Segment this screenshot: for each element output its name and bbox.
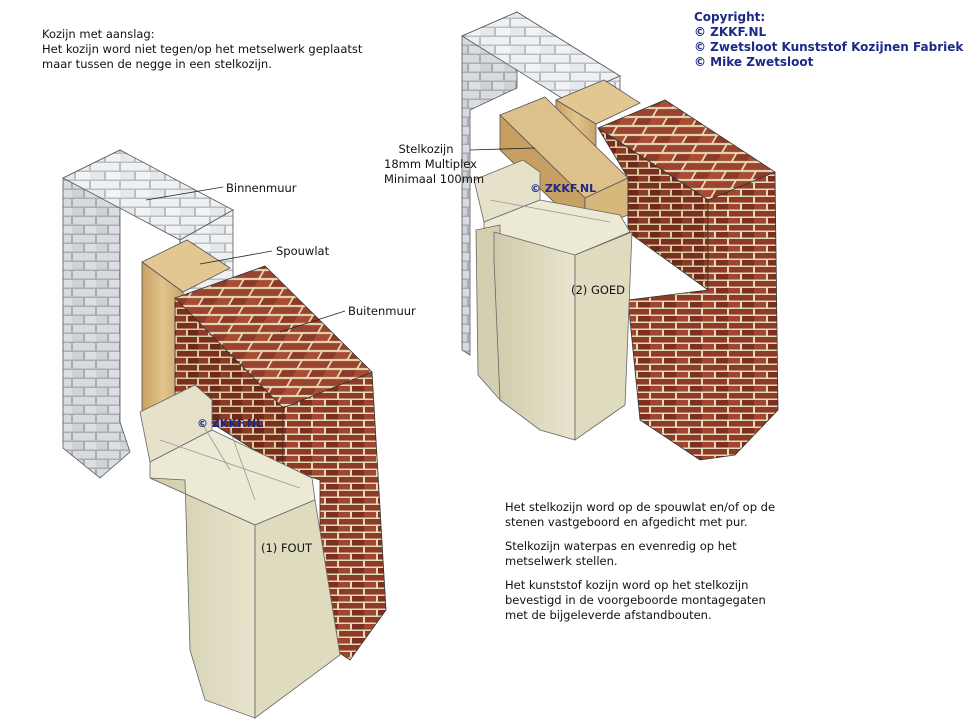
label-stelkozijn: Stelkozijn 18mm Multiplex Minimaal 100mm — [384, 142, 485, 187]
leader-binnenmuur — [145, 186, 224, 201]
frame-chamber-line — [489, 199, 611, 223]
copyright-line-3: © Mike Zwetsloot — [694, 55, 814, 69]
label-stelkozijn-line-3: Minimaal 100mm — [384, 172, 485, 186]
description-paragraph-3: Het kunststof kozijn word op het stelkoz… — [505, 578, 835, 623]
watermark-right: © ZKKF.NL — [530, 182, 597, 195]
frame-chamber-line — [229, 429, 256, 501]
leader-spouwlat — [199, 250, 273, 265]
description-p3-line-1: Het kunststof kozijn word op het stelkoz… — [505, 578, 749, 592]
label-binnenmuur: Binnenmuur — [226, 181, 297, 195]
intro-text: Kozijn met aanslag: Het kozijn word niet… — [42, 27, 402, 72]
label-buitenmuur: Buitenmuur — [348, 304, 416, 318]
copyright-title: Copyright: — [694, 10, 766, 24]
description-p3-line-3: met de bijgeleverde afstandbouten. — [505, 608, 712, 622]
caption-goed: (2) GOED — [571, 283, 626, 297]
intro-line-3: maar tussen de negge in een stelkozijn. — [42, 57, 272, 71]
copyright-line-2: © Zwetsloot Kunststof Kozijnen Fabriek — [694, 40, 964, 54]
intro-line-1: Kozijn met aanslag: — [42, 27, 155, 41]
description-p1-line-1: Het stelkozijn word op de spouwlat en/of… — [505, 500, 776, 514]
frame-chamber-line — [199, 419, 231, 471]
buitenmuur-front — [627, 171, 779, 461]
copyright-line-1: © ZKKF.NL — [694, 25, 767, 39]
label-spouwlat: Spouwlat — [276, 244, 330, 258]
watermark-left: © ZKKF.NL — [197, 417, 264, 430]
frame-front — [574, 231, 633, 441]
frame-chamber-line — [159, 439, 301, 489]
description-p3-line-2: bevestigd in de voorgeboorde montagegate… — [505, 593, 766, 607]
intro-line-2: Het kozijn word niet tegen/op het metsel… — [42, 42, 363, 56]
description-p2-line-1: Stelkozijn waterpas en evenredig op het — [505, 539, 737, 553]
description-paragraph-2: Stelkozijn waterpas en evenredig op het … — [505, 539, 835, 569]
leader-stelkozijn — [469, 147, 536, 151]
buitenmuur-side — [597, 127, 709, 291]
figure-fout — [62, 149, 387, 719]
frame-profile-top — [473, 159, 541, 223]
description-block: Het stelkozijn word op de spouwlat en/of… — [505, 500, 835, 632]
label-stelkozijn-line-1: Stelkozijn — [398, 142, 454, 156]
description-p1-line-2: stenen vastgeboord en afgedicht met pur. — [505, 515, 748, 529]
description-p2-line-2: metselwerk stellen. — [505, 554, 618, 568]
copyright-block: Copyright: © ZKKF.NL © Zwetsloot Kunstst… — [694, 10, 963, 70]
description-paragraph-1: Het stelkozijn word op de spouwlat en/of… — [505, 500, 835, 530]
frame-side — [493, 231, 576, 441]
frame-front — [254, 499, 341, 719]
frame-profile-top — [139, 384, 213, 463]
caption-fout: (1) FOUT — [261, 541, 313, 555]
label-stelkozijn-line-2: 18mm Multiplex — [384, 157, 477, 171]
leader-buitenmuur — [279, 310, 346, 333]
figure-goed — [461, 11, 779, 461]
